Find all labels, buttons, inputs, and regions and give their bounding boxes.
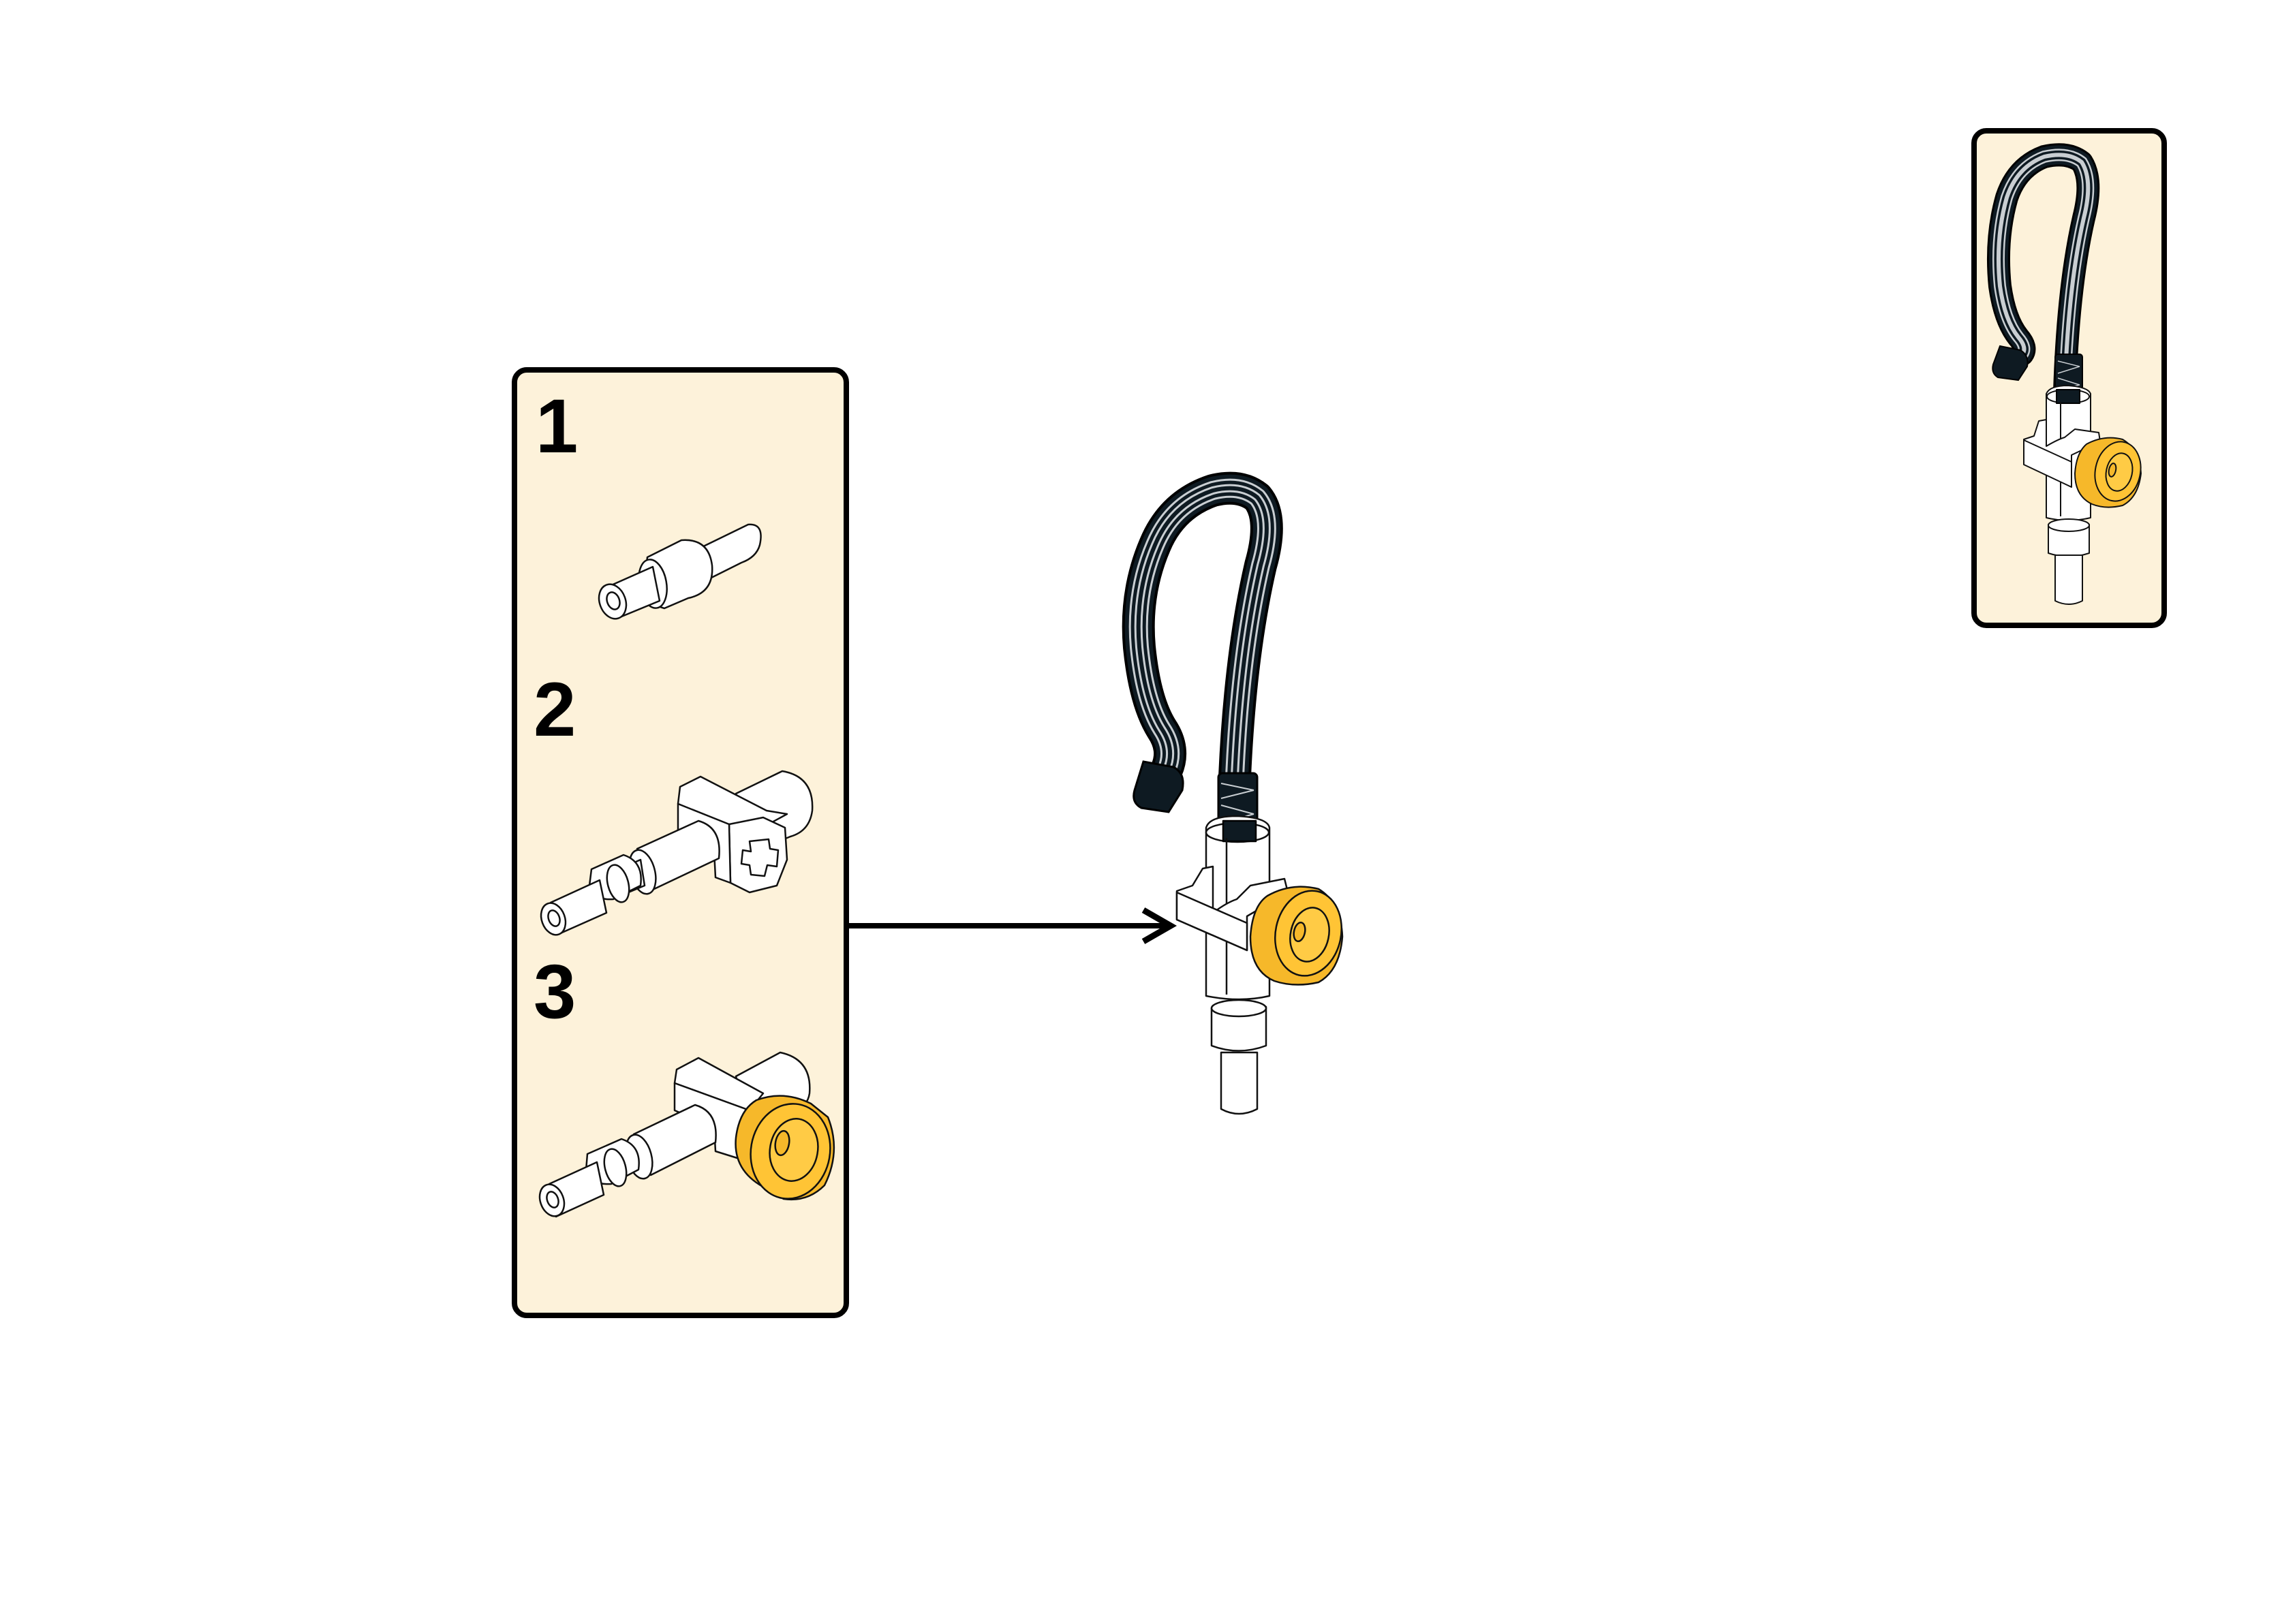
connector-plug-icon <box>1133 760 1184 813</box>
preview-cable-icon <box>1987 143 2100 403</box>
step-number-3: 3 <box>534 949 576 1034</box>
flat-cable-icon <box>1122 471 1283 837</box>
preview-connector-icon <box>1992 345 2029 381</box>
yellow-bush-icon <box>1249 886 1344 986</box>
step-number-1: 1 <box>536 384 579 469</box>
step-number-2: 2 <box>534 667 576 752</box>
preview-yellow-bush-icon <box>2074 437 2142 508</box>
